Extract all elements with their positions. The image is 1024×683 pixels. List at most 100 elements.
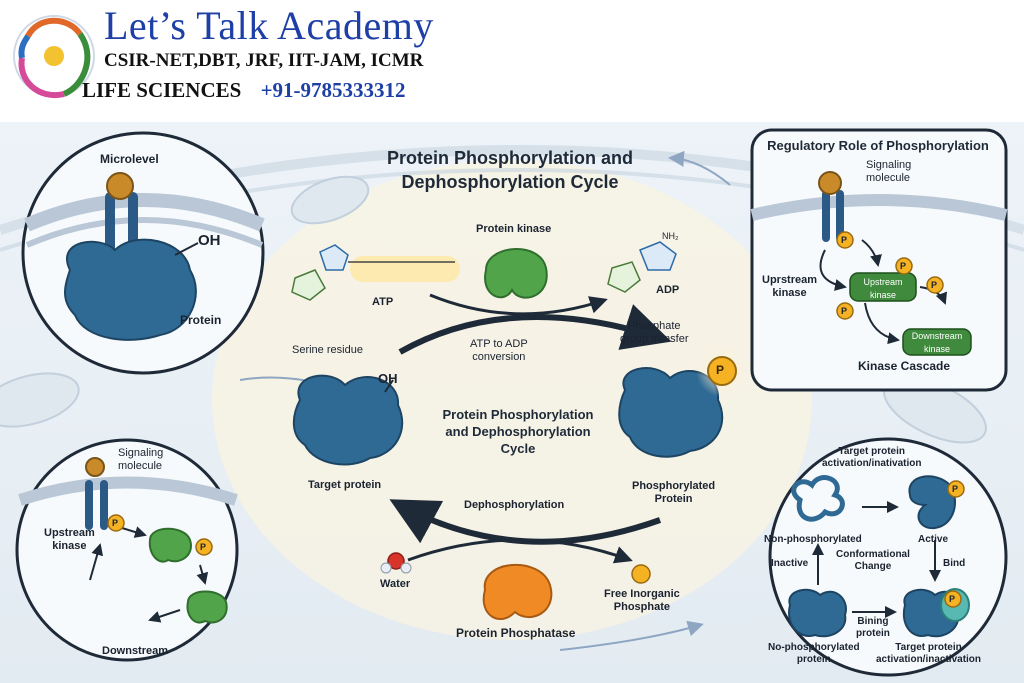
br-nophos-label: No-phosphorylated protein [768, 642, 860, 666]
brand-subtitle: CSIR-NET,DBT, JRF, IIT-JAM, ICMR [104, 50, 424, 71]
phosphate-transfer-label: Phosphate group transfer [620, 320, 688, 346]
protein-phosphatase-icon [482, 564, 553, 620]
atp-to-adp-label: ATP to ADP conversion [470, 338, 528, 364]
br-bottom-line2: activation/inactivation [876, 654, 982, 665]
protein-kinase-icon [484, 248, 548, 299]
tr-p-label: P [931, 280, 938, 290]
brand-title: Let’s Talk Academy [104, 3, 434, 48]
br-top-label: Target protein activation/inativation [822, 446, 921, 470]
brand-contact-line: LIFE SCIENCES +91-9785333312 [82, 78, 406, 103]
br-top-line2: activation/inativation [822, 458, 922, 469]
water-molecule-icon [380, 552, 412, 574]
free-phosphate-line1: Free Inorganic [604, 588, 680, 600]
adp-molecule [607, 241, 677, 293]
bl-signaling-label: Signaling molecule [118, 447, 163, 473]
tr-upstream-line1: Uprstream [762, 274, 818, 286]
dephosphorylation-label: Dephosphorylation [464, 499, 565, 511]
target-hydroxyl-label: OH [378, 371, 398, 386]
tr-upstream-line2: kinase [772, 287, 807, 299]
tr-p-label: P [841, 306, 848, 316]
center-title: Protein Phosphorylation and Dephosphoryl… [418, 406, 618, 457]
brand-phone: +91-9785333312 [260, 78, 406, 102]
bl-downstream-label: Downstream [102, 645, 169, 657]
bl-p-label: P [112, 518, 119, 528]
activation-panel [768, 437, 1008, 677]
mitochondrion-icon [290, 175, 370, 225]
brand-life-sciences: LIFE SCIENCES [82, 78, 242, 102]
academy-logo-icon [13, 15, 95, 99]
microlevel-panel [21, 131, 265, 375]
protein-label: Protein [180, 313, 222, 327]
bl-upstream-line1: Upstream [44, 527, 95, 539]
atp-label: ATP [372, 296, 394, 308]
tr-box1-label: Upstream kinase [860, 276, 906, 302]
diagram-canvas [0, 122, 1024, 683]
phosphorylated-line1: Phosphorylated [632, 480, 716, 492]
phosphate-p-label: P [716, 363, 725, 377]
bl-upstream-label: Upstream kinase [44, 527, 95, 553]
phosphorylated-protein-label: Phosphorylated Protein [632, 480, 715, 506]
serine-residue-label: Serine residue [292, 344, 363, 356]
hydroxyl-label: OH [198, 232, 221, 249]
phosphate-transfer-line1: Phosphate [627, 320, 681, 332]
regulatory-title: Regulatory Role of Phosphorylation [767, 138, 989, 153]
main-title: Protein Phosphorylation and Dephosphoryl… [330, 146, 690, 194]
phosphorylation-arrow [398, 304, 672, 355]
free-phosphate-icon [631, 564, 651, 584]
amine-label: NH₂ [662, 231, 679, 241]
br-bind-label: Bind [943, 558, 966, 569]
br-bining-line2: protein [856, 628, 890, 639]
tr-box2-line1: Downstream [911, 331, 963, 341]
phosphate-transfer-line2: group transfer [620, 333, 689, 345]
atp-to-adp-line1: ATP to ADP [470, 338, 528, 350]
atp-molecule [291, 244, 460, 301]
tr-p-label: P [900, 261, 907, 271]
tr-signaling-label: Signaling molecule [866, 159, 911, 185]
signaling-panel [15, 438, 239, 662]
center-title-line3: Cycle [500, 441, 536, 456]
regulatory-panel [750, 128, 1008, 392]
tr-box2-line2: kinase [923, 344, 950, 354]
tr-box1-line1: Upstream [863, 277, 903, 287]
protein-phosphatase-label: Protein Phosphatase [456, 626, 576, 640]
target-protein-icon [292, 374, 404, 466]
header: Let’s Talk Academy CSIR-NET,DBT, JRF, II… [0, 0, 1024, 122]
tr-p-label: P [841, 235, 848, 245]
br-p-label: P [949, 594, 956, 604]
br-nophos-line2: protein [796, 654, 831, 665]
atp-to-adp-line2: conversion [472, 351, 526, 363]
br-inactive-label: Inactive [771, 558, 809, 569]
mitochondrion-icon [0, 372, 80, 428]
protein-kinase-label: Protein kinase [476, 223, 552, 235]
center-title-line2: and Dephosphorylation [445, 424, 591, 439]
phosphorylated-line2: Protein [654, 493, 693, 505]
br-nonphos-label: Non-phosphorylated [764, 534, 862, 545]
connector-arrow [559, 620, 704, 651]
br-bottom-line1: Target protein [895, 642, 962, 653]
br-conformational-label: Conformational Change [836, 549, 910, 573]
main-title-line1: Protein Phosphorylation and [386, 148, 633, 168]
water-to-phosphate-arrow [407, 538, 633, 564]
tr-box2-label: Downstream kinase [909, 330, 965, 356]
br-bottom-label: Target protein activation/inactivation [876, 642, 981, 666]
bl-signaling-line2: molecule [118, 460, 163, 472]
phosphate-icon [707, 356, 737, 386]
water-label: Water [380, 578, 411, 590]
main-title-line2: Dephosphorylation Cycle [401, 172, 619, 192]
br-nophos-line1: No-phosphorylated [768, 642, 860, 653]
br-active-label: Active [918, 534, 949, 545]
connector-arrow [668, 150, 731, 186]
phosphorylated-protein-icon [618, 367, 724, 458]
adp-label: ADP [656, 284, 680, 296]
free-phosphate-label: Free Inorganic Phosphate [604, 588, 680, 614]
tr-signaling-line2: molecule [866, 172, 911, 184]
br-top-line1: Target protein [838, 446, 905, 457]
br-p-label: P [952, 484, 959, 494]
br-bining-line1: Bining [857, 616, 889, 627]
tr-box1-line2: kinase [869, 290, 896, 300]
br-conf-line2: Change [854, 561, 892, 572]
tr-signaling-line1: Signaling [866, 159, 912, 171]
microlevel-label: Microlevel [100, 152, 159, 166]
atp-to-adp-arrow [429, 293, 608, 316]
free-phosphate-line2: Phosphate [613, 601, 671, 613]
